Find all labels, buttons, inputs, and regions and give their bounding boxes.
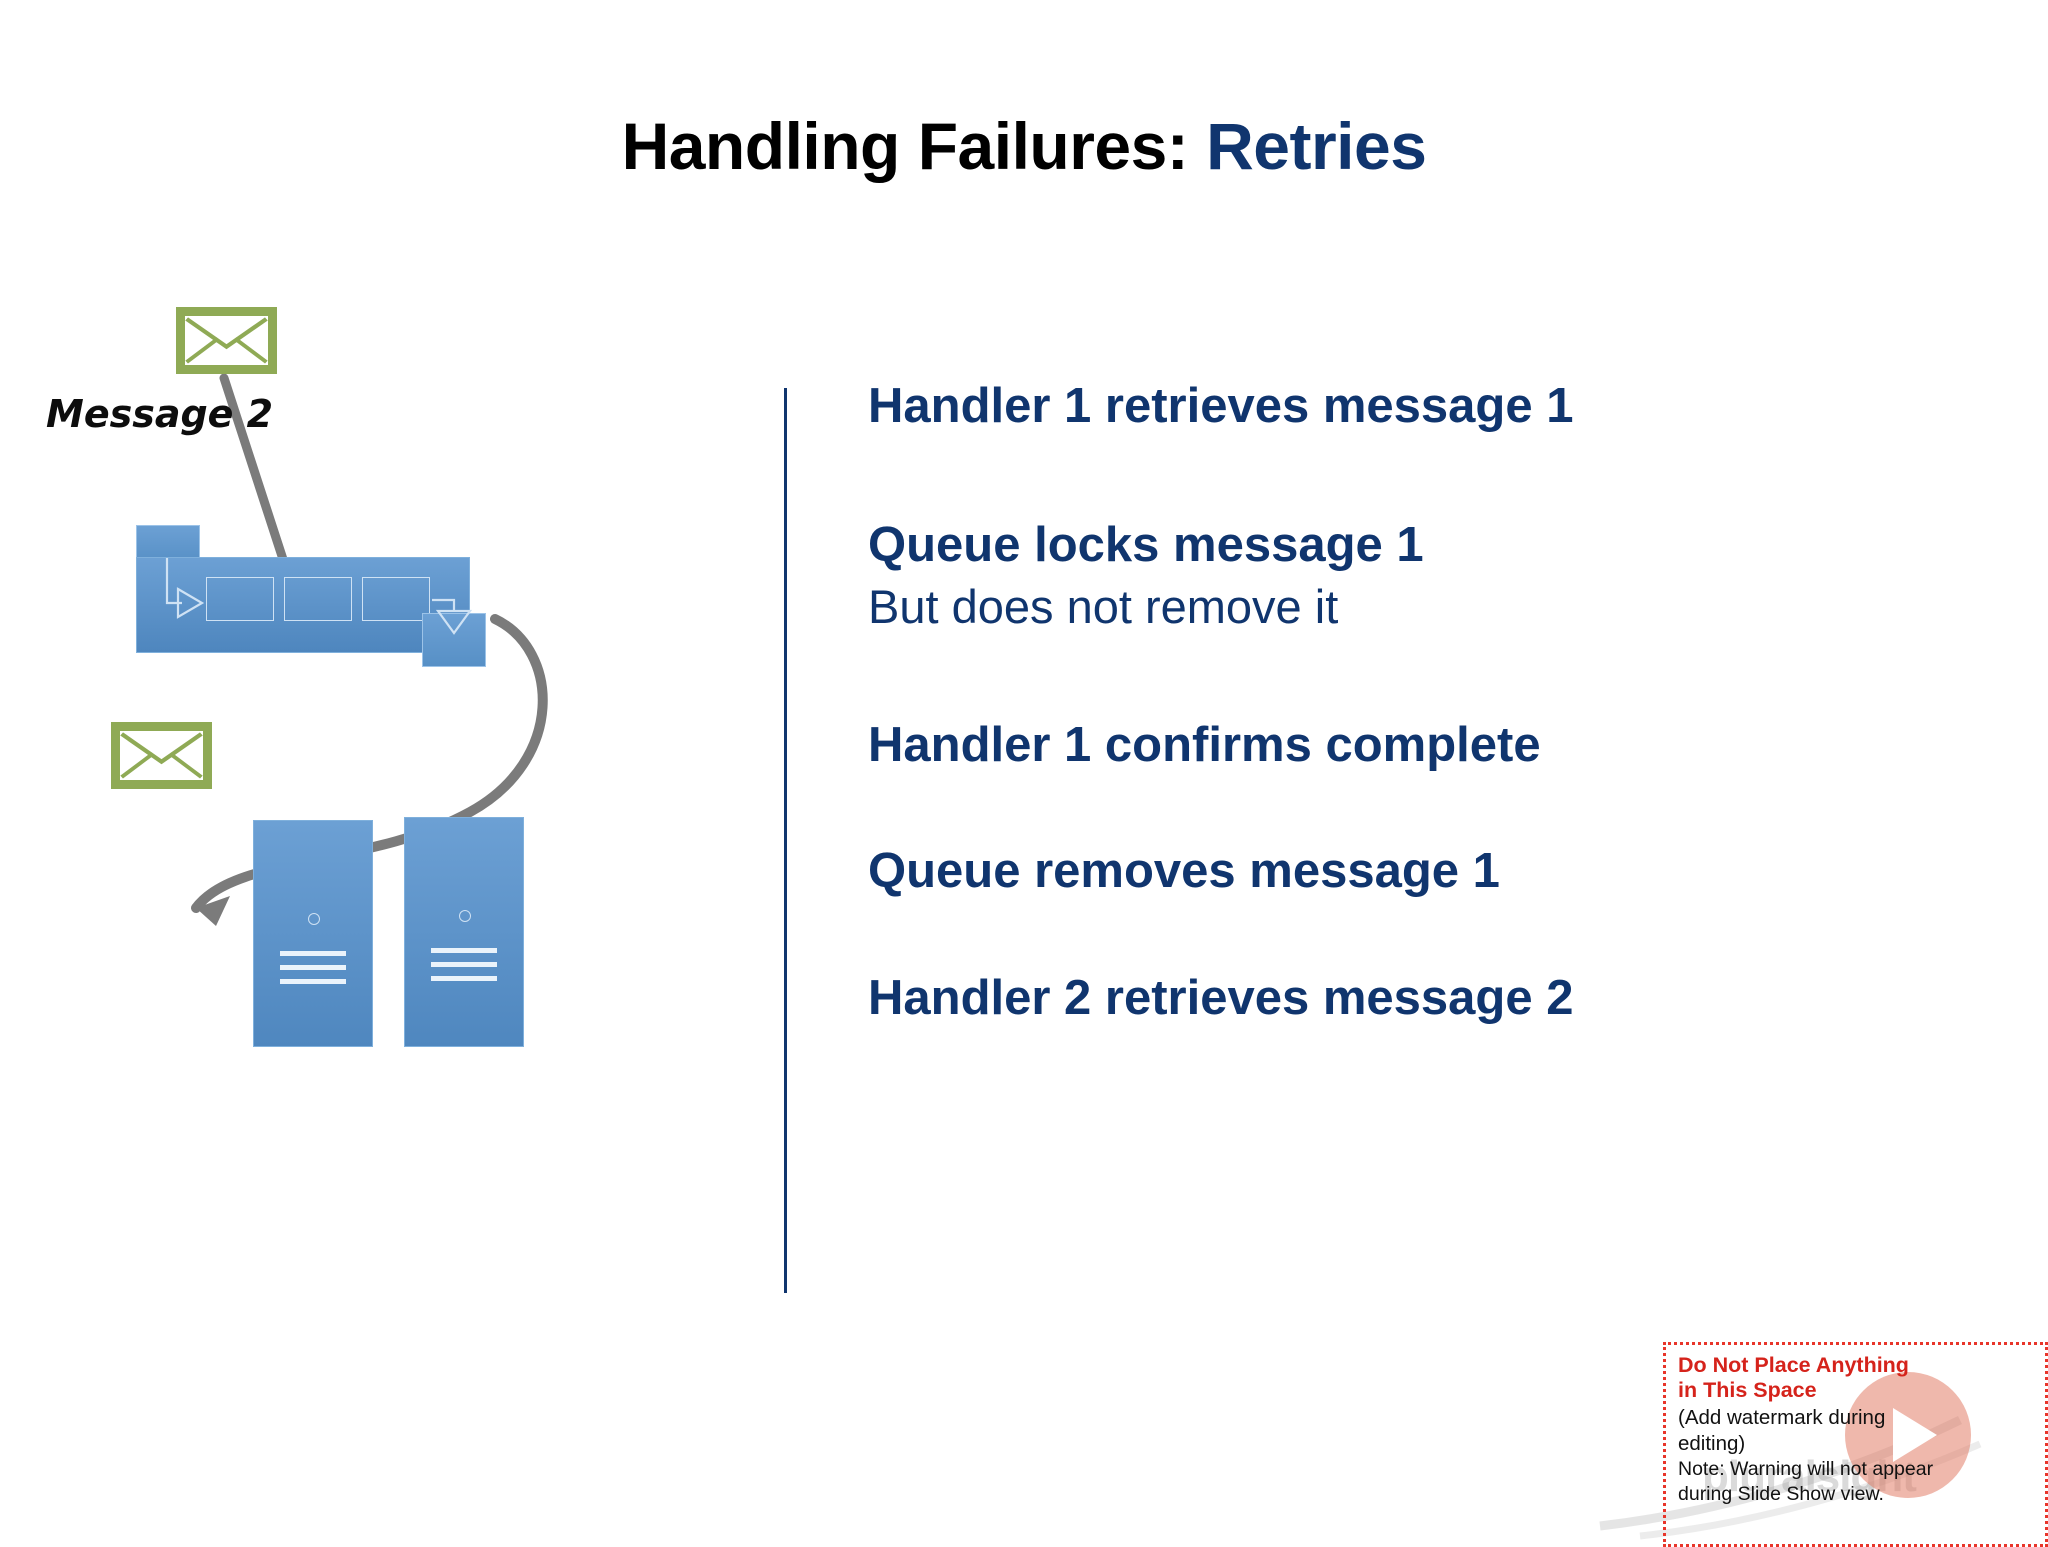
connector-lines: [191, 373, 548, 926]
warning-line-2: in This Space: [1678, 1378, 1817, 1403]
server-vent-lines: [280, 951, 346, 993]
page-title: Handling Failures: Retries: [0, 108, 2048, 184]
play-button-icon: [1845, 1372, 1971, 1498]
envelope-icon-message-2: [176, 307, 277, 374]
bullet-list: Handler 1 retrieves message 1 Queue lock…: [868, 380, 1968, 1025]
server-vent-lines: [431, 948, 497, 990]
queue-output-tab: [422, 613, 486, 667]
page-title-black: Handling Failures:: [621, 109, 1189, 183]
warning-line-1: Do Not Place Anything: [1678, 1353, 1909, 1377]
play-triangle: [1893, 1408, 1937, 1462]
bullet-item-1: Handler 1 retrieves message 1: [868, 379, 1574, 433]
envelope-icon-secondary: [111, 722, 212, 789]
queue-diagram: Message 2: [0, 307, 790, 1390]
message-2-label: Message 2: [46, 392, 274, 436]
bullet-item-2-sub: But does not remove it: [868, 579, 1339, 633]
handler-server-2: [404, 817, 524, 1047]
watermark-warning-box: Do Not Place Anything in This Space (Add…: [1663, 1342, 2048, 1547]
server-indicator-dot: [459, 910, 471, 922]
bullet-item-4: Queue removes message 1: [868, 844, 1500, 899]
queue-slot-1: [206, 577, 274, 621]
queue-input-tab: [136, 525, 200, 563]
bullet-item-2: Queue locks message 1: [868, 517, 1424, 572]
bullet-item-5: Handler 2 retrieves message 2: [868, 971, 1574, 1026]
warning-line-5: Note: Warning will not appear: [1678, 1458, 1934, 1481]
warning-line-4: editing): [1678, 1431, 1746, 1455]
queue-body: [136, 557, 470, 653]
server-indicator-dot: [308, 913, 320, 925]
queue-slot-3: [362, 577, 430, 621]
handler-server-1: [253, 820, 373, 1047]
queue-slot-2: [284, 577, 352, 621]
warning-line-6: during Slide Show view.: [1678, 1483, 1884, 1506]
queue-flow-arrows: [165, 558, 473, 635]
vertical-divider: [784, 388, 787, 1293]
warning-line-3: (Add watermark during: [1678, 1405, 1886, 1429]
bullet-item-3: Handler 1 confirms complete: [868, 717, 1541, 772]
queue-graphic: [136, 525, 486, 667]
page-title-accent: Retries: [1206, 109, 1427, 183]
